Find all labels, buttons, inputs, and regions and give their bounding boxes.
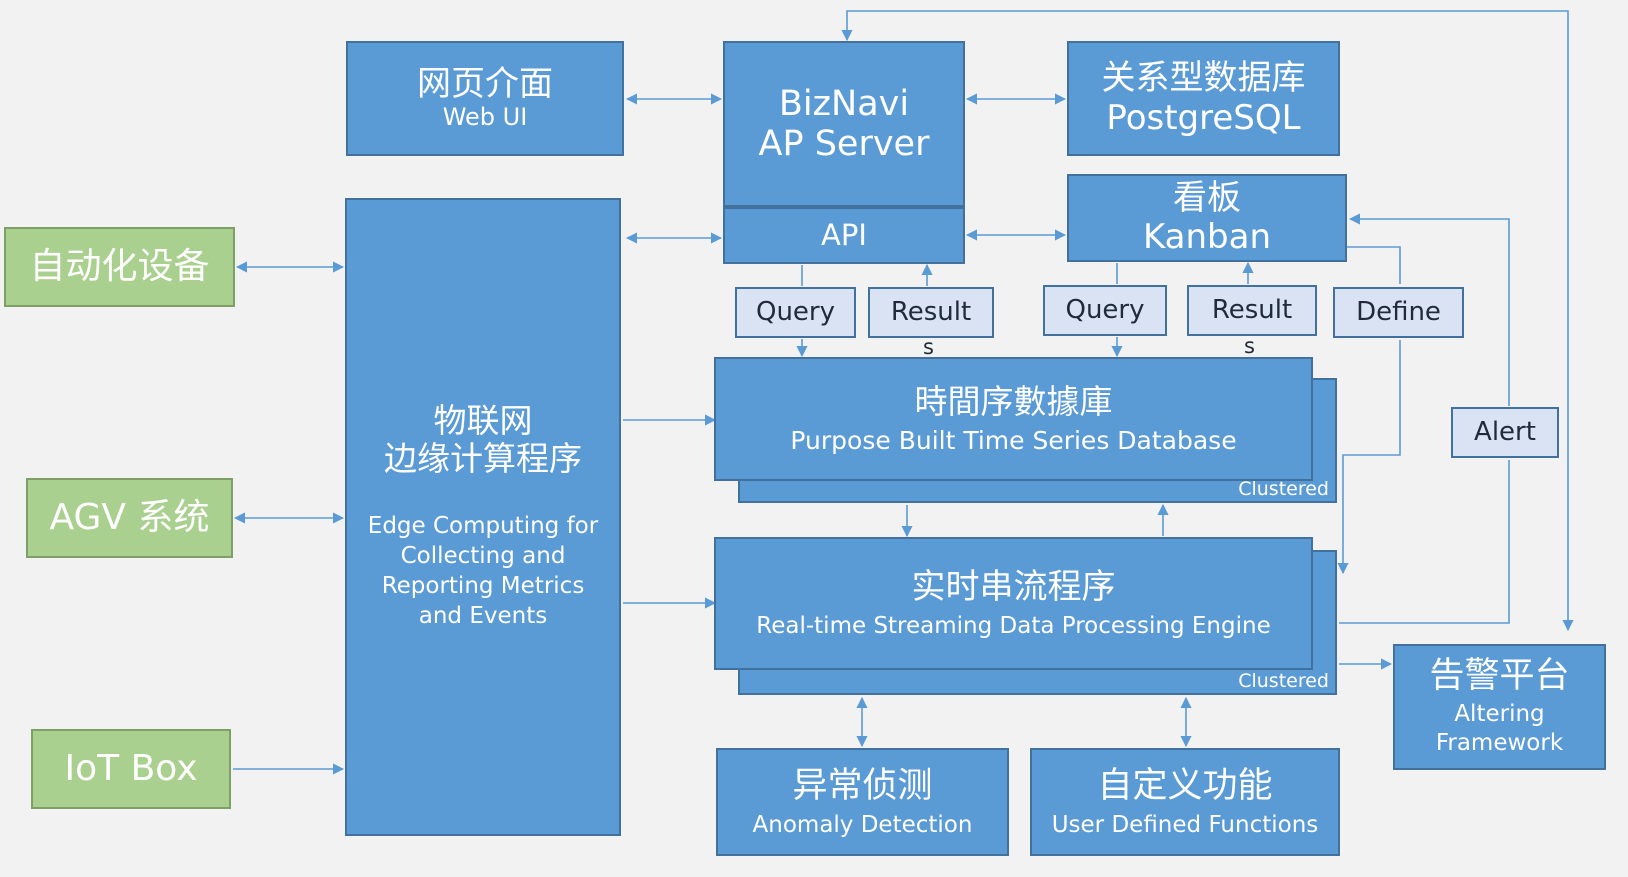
results-label-2: Result xyxy=(1187,285,1317,336)
kanban-box: 看板 Kanban xyxy=(1067,174,1347,262)
alert-top-arrow xyxy=(841,10,1574,632)
tsdb-box: 時間序數據庫 Purpose Built Time Series Databas… xyxy=(714,357,1313,481)
ap-server-box: BizNavi AP Server xyxy=(723,41,965,207)
ap-server-line1: BizNavi xyxy=(778,83,910,124)
automation-device-box: 自动化设备 xyxy=(4,227,235,307)
ap-server-line2: AP Server xyxy=(758,124,930,164)
udf-box: 自定义功能 User Defined Functions xyxy=(1030,748,1340,856)
alert-kanban-arrow xyxy=(1348,213,1510,406)
alerting-framework-box: 告警平台 Altering Framework xyxy=(1393,644,1606,770)
edge-computing-box: 物联网 边缘计算程序 Edge Computing for Collecting… xyxy=(345,198,621,836)
kanban-zh: 看板 xyxy=(1173,177,1241,218)
edge-zh-line1: 物联网 xyxy=(433,401,533,441)
anomaly-detection-box: 异常侦测 Anomaly Detection xyxy=(716,748,1009,856)
query-label-1-text: Query xyxy=(755,296,835,327)
api-box: API xyxy=(723,207,965,264)
define-label-text: Define xyxy=(1356,296,1441,327)
tsdb-zh: 時間序數據庫 xyxy=(914,381,1113,421)
iot-box-label: IoT Box xyxy=(64,748,198,790)
edge-zh-line2: 边缘计算程序 xyxy=(384,439,582,479)
stream-clustered-tag: Clustered xyxy=(1238,670,1329,693)
alerting-en: Altering Framework xyxy=(1435,701,1564,757)
alert-label: Alert xyxy=(1451,407,1559,458)
define-label: Define xyxy=(1333,287,1464,338)
alerting-zh: 告警平台 xyxy=(1429,656,1570,697)
automation-device-label: 自动化设备 xyxy=(29,246,210,288)
web-ui-zh: 网页介面 xyxy=(417,64,553,105)
anomaly-en: Anomaly Detection xyxy=(752,811,973,838)
tsdb-clustered-tag: Clustered xyxy=(1238,478,1329,501)
anomaly-zh: 异常侦测 xyxy=(792,765,933,806)
edge-en: Edge Computing for Collecting and Report… xyxy=(367,513,599,629)
alert-label-text: Alert xyxy=(1474,416,1536,447)
results-suffix-2: s xyxy=(1244,334,1255,358)
results-label-1-text: Result xyxy=(890,296,972,327)
query-label-2: Query xyxy=(1043,285,1167,336)
web-ui-box: 网页介面 Web UI xyxy=(346,41,624,156)
query-label-2-text: Query xyxy=(1065,294,1145,325)
query-label-1: Query xyxy=(735,287,856,338)
tsdb-en: Purpose Built Time Series Database xyxy=(790,425,1237,455)
postgres-zh: 关系型数据库 xyxy=(1101,58,1306,99)
postgres-en: PostgreSQL xyxy=(1106,97,1301,138)
udf-en: User Defined Functions xyxy=(1051,811,1319,838)
stream-en: Real-time Streaming Data Processing Engi… xyxy=(756,612,1271,639)
stream-box: 实时串流程序 Real-time Streaming Data Processi… xyxy=(714,537,1313,670)
stream-zh: 实时串流程序 xyxy=(911,566,1116,607)
agv-system-label: AGV 系统 xyxy=(49,497,210,539)
define-stream-arrow xyxy=(1337,340,1401,575)
results-label-1: Result xyxy=(868,287,994,338)
api-label: API xyxy=(821,217,867,252)
iot-box: IoT Box xyxy=(31,729,231,809)
agv-system-box: AGV 系统 xyxy=(26,478,233,558)
udf-zh: 自定义功能 xyxy=(1097,765,1273,806)
results-suffix-1: s xyxy=(923,335,934,359)
kanban-en: Kanban xyxy=(1142,217,1272,257)
postgres-box: 关系型数据库 PostgreSQL xyxy=(1067,41,1340,156)
results-label-2-text: Result xyxy=(1211,294,1293,325)
web-ui-en: Web UI xyxy=(442,103,528,132)
